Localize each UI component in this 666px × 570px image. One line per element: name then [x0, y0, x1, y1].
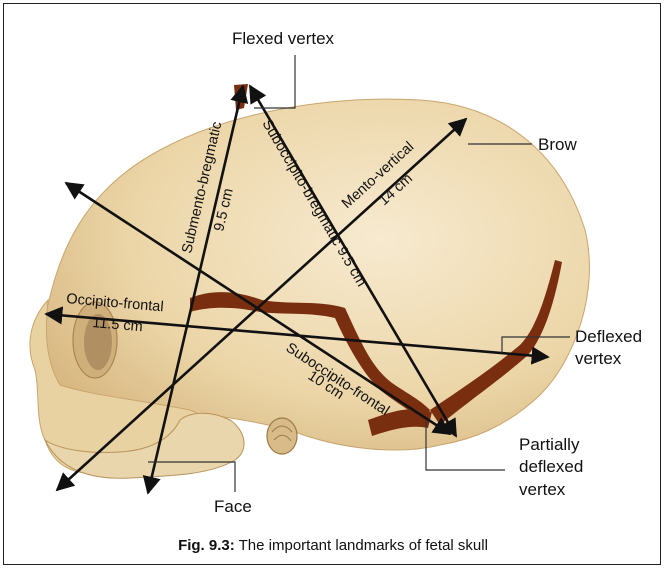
label-deflexed: Deflexed: [575, 327, 642, 346]
flexed-vertex-leader: [254, 55, 295, 108]
label-face: Face: [214, 497, 252, 516]
figure-caption: Fig. 9.3: The important landmarks of fet…: [0, 537, 666, 554]
label-partially-deflexed: deflexed: [519, 457, 583, 476]
ear-bone: [267, 418, 297, 454]
label-partially-vertex: vertex: [519, 480, 566, 499]
label-flexed-vertex: Flexed vertex: [232, 29, 335, 48]
caption-number: Fig. 9.3:: [178, 537, 235, 554]
label-brow: Brow: [538, 135, 577, 154]
caption-text: The important landmarks of fetal skull: [235, 537, 488, 554]
label-partially: Partially: [519, 435, 580, 454]
label-deflexed-vertex: vertex: [575, 349, 622, 368]
cranium: [40, 99, 590, 450]
skull-illustration: [30, 84, 590, 478]
